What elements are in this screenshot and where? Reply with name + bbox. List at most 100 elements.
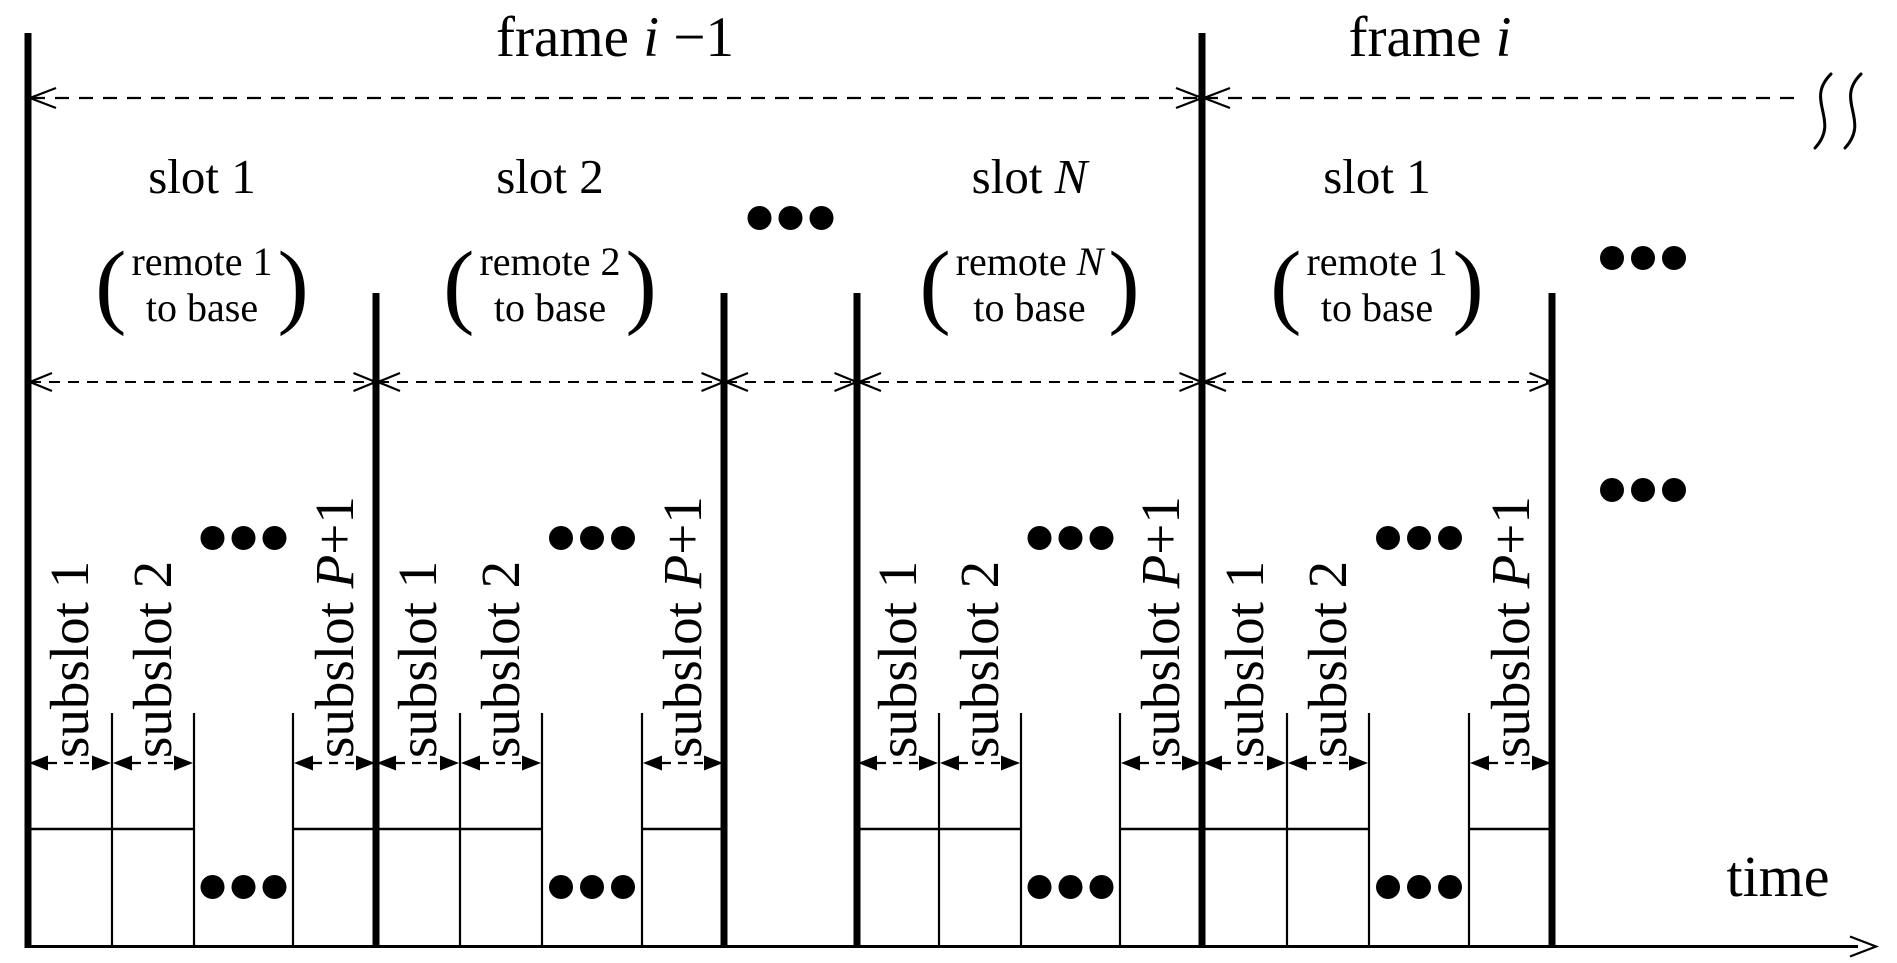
subslot-label-ellipsis-dots: [549, 526, 573, 550]
frame-arrow-head-left: [1200, 86, 1231, 110]
next-slots-ellipsis-dots: [1662, 246, 1686, 270]
subslot-arrow-head-left: [113, 755, 132, 771]
close-paren: ): [625, 233, 657, 337]
open-paren: (: [919, 233, 951, 337]
subslot-label: subslot 2: [470, 560, 531, 758]
close-paren: ): [1108, 233, 1140, 337]
subslot-label: subslot 1: [1213, 560, 1275, 758]
subslot-arrow-head-left: [1470, 755, 1489, 771]
inter-slot-ellipsis-dots: [778, 206, 803, 230]
subslot-arrow-head-left: [377, 755, 396, 771]
subslot-label-ellipsis-dots: [200, 526, 225, 550]
subslot-label: subslot P+1: [652, 496, 713, 758]
subslot-arrow-head-left: [1288, 755, 1307, 771]
subslot-box-ellipsis-dots: [1376, 875, 1400, 899]
subslot-label-ellipsis-dots: [1376, 526, 1400, 550]
subslot-arrow-head-right: [1349, 755, 1368, 771]
subslot-box-ellipsis-dots: [580, 875, 604, 899]
slot-label: slot 2: [496, 149, 604, 204]
subslot-box-ellipsis-dots: [549, 875, 573, 899]
slot-label: slot N: [971, 149, 1088, 204]
slot-label: slot 1: [1323, 149, 1431, 204]
close-paren: ): [277, 233, 309, 337]
subslot-arrow-head-right: [356, 755, 375, 771]
subslot-arrow-head-right: [704, 755, 723, 771]
direction-line: to base: [1320, 285, 1434, 330]
subslot-box-ellipsis-dots: [200, 875, 225, 899]
frame-curr-label: frame i: [1348, 6, 1512, 69]
subslot-label: subslot P+1: [303, 496, 365, 758]
subslot-box-ellipsis-dots: [1027, 875, 1052, 899]
subslot-arrow-head-right: [919, 755, 938, 771]
slot-arrow-head-left: [27, 371, 53, 393]
subslot-label: subslot 2: [1297, 560, 1358, 758]
subslot-arrow-head-right: [1532, 755, 1551, 771]
subslot-arrow-head-left: [643, 755, 662, 771]
subslot-label-ellipsis-dots: [580, 526, 604, 550]
subslot-arrow-head-right: [92, 755, 111, 771]
subslot-arrow-head-left: [461, 755, 480, 771]
direction-line: to base: [493, 285, 607, 330]
subslot-label: subslot 2: [122, 560, 183, 758]
remote-line: remote 2: [479, 239, 621, 284]
subslot-arrow-head-left: [1203, 755, 1222, 771]
subslot-box-ellipsis-dots: [1407, 875, 1431, 899]
subslot-arrow-head-right: [440, 755, 459, 771]
subslot-label-ellipsis-dots: [1058, 526, 1083, 550]
remote-line: remote 1: [131, 239, 273, 284]
remote-line: remote N: [955, 239, 1104, 284]
subslot-arrow-head-right: [522, 755, 541, 771]
subslot-arrow-head-left: [294, 755, 313, 771]
subslot-label-ellipsis-dots: [1027, 526, 1052, 550]
slot-arrow-head-left: [1201, 371, 1227, 393]
subslot-box-ellipsis-dots: [1089, 875, 1114, 899]
subslot-arrow-head-left: [858, 755, 877, 771]
break-squiggle-icon: [1813, 72, 1833, 150]
subslot-label: subslot 1: [867, 560, 928, 758]
next-slots-ellipsis-dots: [1600, 246, 1624, 270]
subslot-label-ellipsis-dots: [231, 526, 256, 550]
subslot-label: subslot 1: [39, 560, 100, 758]
subslot-arrow-head-right: [1182, 755, 1201, 771]
close-paren: ): [1452, 233, 1484, 337]
open-paren: (: [443, 233, 475, 337]
slot-arrow-head-left: [375, 371, 401, 393]
slot-arrow-head-left: [723, 371, 749, 393]
subslot-arrow-head-right: [174, 755, 193, 771]
break-squiggle-icon: [1843, 72, 1863, 150]
subslot-box-ellipsis-dots: [1058, 875, 1083, 899]
frame-prev-label: frame i −1: [496, 6, 734, 69]
subslot-label-ellipsis-dots: [1438, 526, 1462, 550]
time-axis-arrowhead: [1849, 935, 1880, 958]
subslot-box-ellipsis-dots: [231, 875, 256, 899]
slot-label: slot 1: [148, 149, 256, 204]
next-subslots-ellipsis-dots: [1662, 478, 1686, 502]
open-paren: (: [95, 233, 127, 337]
subslot-label: subslot P+1: [1130, 496, 1191, 758]
subslot-box-ellipsis-dots: [1438, 875, 1462, 899]
subslot-arrow-head-left: [940, 755, 959, 771]
subslot-label-ellipsis-dots: [1089, 526, 1114, 550]
next-subslots-ellipsis-dots: [1600, 478, 1624, 502]
time-axis-label: time: [1726, 844, 1830, 909]
subslot-label: subslot P+1: [1479, 496, 1541, 758]
subslot-arrow-head-left: [1121, 755, 1140, 771]
direction-line: to base: [973, 285, 1086, 330]
inter-slot-ellipsis-dots: [747, 206, 772, 230]
subslot-label: subslot 2: [949, 560, 1010, 758]
subslot-box-ellipsis-dots: [611, 875, 635, 899]
subslot-arrow-head-left: [29, 755, 48, 771]
subslot-box-ellipsis-dots: [262, 875, 287, 899]
subslot-arrow-head-right: [1267, 755, 1286, 771]
slot-arrow-head-right: [1529, 371, 1555, 393]
open-paren: (: [1270, 233, 1302, 337]
subslot-label-ellipsis-dots: [611, 526, 635, 550]
